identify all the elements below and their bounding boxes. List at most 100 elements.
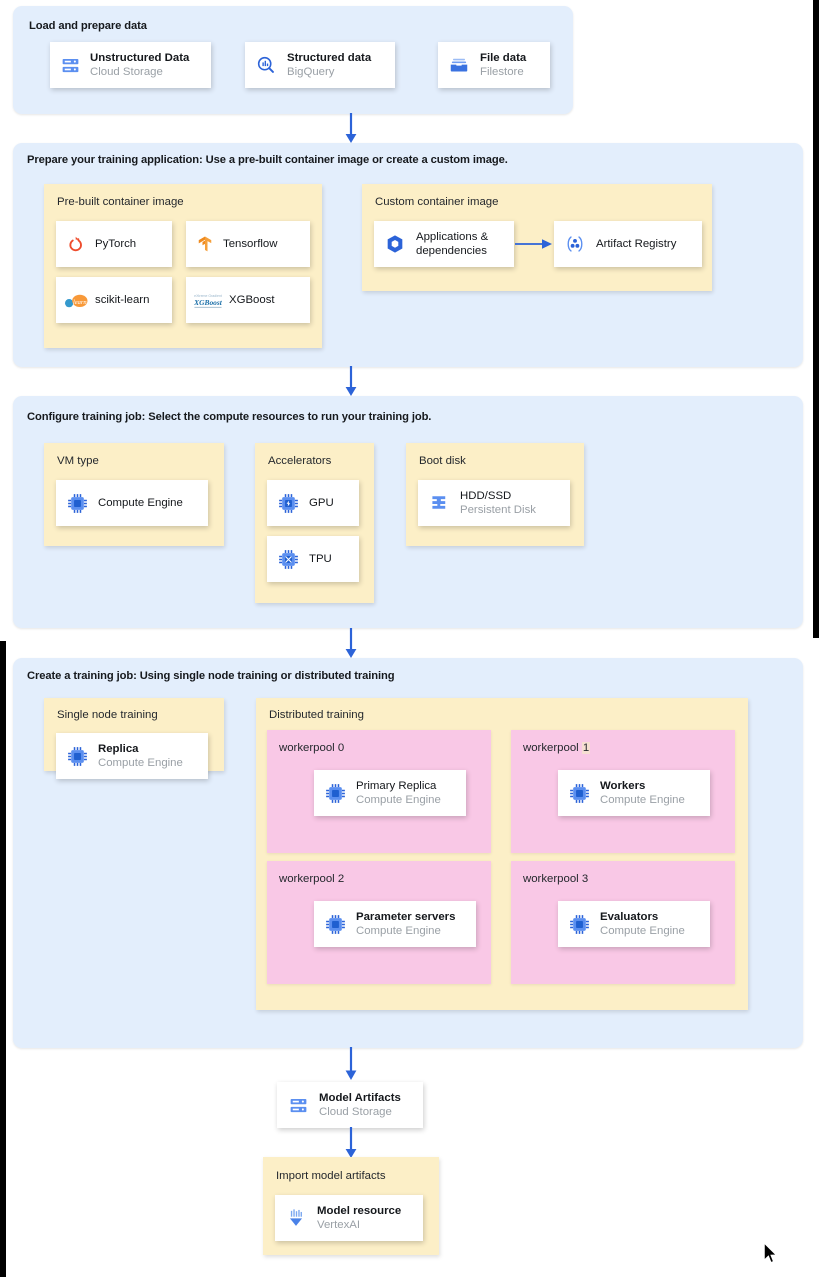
group-title-boot-disk: Boot disk — [419, 455, 466, 467]
workerpool-2-label: workerpool 2 — [279, 873, 344, 885]
workerpool-0-index: 0 — [337, 742, 345, 754]
card-text: HDD/SSD Persistent Disk — [460, 489, 536, 517]
card-title: scikit-learn — [95, 294, 150, 306]
compute-engine-icon — [314, 770, 356, 816]
card-text: Model Artifacts Cloud Storage — [319, 1091, 401, 1119]
group-vm-type: VM type Compute Engine — [44, 443, 224, 546]
card-title: Compute Engine — [98, 497, 183, 509]
card-title: GPU — [309, 497, 334, 509]
card-text: TPU — [309, 552, 332, 566]
card-text: Artifact Registry — [596, 237, 676, 251]
card-structured-data[interactable]: Structured data BigQuery — [245, 42, 395, 88]
card-subtitle: Cloud Storage — [319, 1106, 392, 1118]
workerpool-2-index: 2 — [337, 873, 345, 885]
workerpool-2-prefix: workerpool — [279, 873, 335, 885]
card-title: Tensorflow — [223, 238, 278, 250]
card-unstructured-data[interactable]: Unstructured Data Cloud Storage — [50, 42, 211, 88]
group-custom-container-image: Custom container image Applications & de… — [362, 184, 712, 291]
card-title: Model resource — [317, 1205, 402, 1217]
workerpool-1-label: workerpool 1 — [523, 742, 591, 754]
card-text: scikit-learn — [95, 293, 149, 307]
stage-load-and-prepare-data: Load and prepare data Unstructured Data … — [13, 6, 573, 114]
workerpool-3-index: 3 — [581, 873, 589, 885]
stage-title-load: Load and prepare data — [29, 20, 147, 32]
card-title: Primary Replica — [356, 780, 437, 792]
card-compute-engine-vm[interactable]: Compute Engine — [56, 480, 208, 526]
card-parameter-servers[interactable]: Parameter servers Compute Engine — [314, 901, 476, 947]
xgboost-icon: eXtreme Gradient XGBoost — [186, 277, 229, 323]
workerpool-1-prefix: workerpool — [523, 742, 579, 754]
arrow-prepare-to-configure — [345, 366, 357, 396]
card-text: Primary Replica Compute Engine — [356, 779, 441, 807]
card-title: PyTorch — [95, 238, 137, 250]
card-text: Applications & dependencies — [416, 230, 502, 258]
group-title-custom: Custom container image — [375, 196, 499, 208]
card-text: Workers Compute Engine — [600, 779, 685, 807]
persistent-disk-icon — [418, 480, 460, 526]
card-subtitle: Cloud Storage — [90, 66, 163, 78]
workerpool-1-index[interactable]: 1 — [581, 742, 591, 754]
card-subtitle: Compute Engine — [600, 794, 685, 806]
group-prebuilt-container-image-box: Pre-built container image PyTorch Tensor… — [44, 184, 322, 348]
group-boot-disk: Boot disk HDD/SSD Persistent Disk — [406, 443, 584, 546]
card-title: Workers — [600, 780, 646, 792]
arrow-load-to-prepare — [345, 113, 357, 143]
card-text: Unstructured Data Cloud Storage — [90, 51, 189, 79]
card-subtitle: Filestore — [480, 66, 524, 78]
card-tensorflow[interactable]: Tensorflow — [186, 221, 310, 267]
workerpool-2: workerpool 2 Parameter servers Co — [267, 861, 491, 984]
group-single-node-training: Single node training Replica Compute Eng… — [44, 698, 224, 779]
card-title: Structured data — [287, 52, 372, 64]
cloud-storage-icon — [50, 42, 90, 88]
card-workers[interactable]: Workers Compute Engine — [558, 770, 710, 816]
bigquery-icon — [245, 42, 287, 88]
card-artifact-registry[interactable]: Artifact Registry — [554, 221, 702, 267]
card-applications-and-dependencies[interactable]: Applications & dependencies — [374, 221, 514, 267]
svg-text:eXtreme Gradient: eXtreme Gradient — [194, 294, 222, 298]
gpu-icon — [267, 480, 309, 526]
tensorflow-icon — [186, 221, 223, 267]
card-subtitle: BigQuery — [287, 66, 335, 78]
group-title-distributed: Distributed training — [269, 709, 364, 721]
group-accelerators: Accelerators GPU — [255, 443, 374, 603]
card-gpu[interactable]: GPU — [267, 480, 359, 526]
filestore-icon — [438, 42, 480, 88]
card-primary-replica[interactable]: Primary Replica Compute Engine — [314, 770, 466, 816]
compute-engine-icon — [314, 901, 356, 947]
card-xgboost[interactable]: eXtreme Gradient XGBoost XGBoost — [186, 277, 310, 323]
card-title: XGBoost — [229, 294, 275, 306]
card-text: Parameter servers Compute Engine — [356, 910, 455, 938]
svg-text:XGBoost: XGBoost — [193, 297, 223, 306]
card-subtitle: Compute Engine — [356, 794, 441, 806]
card-text: Tensorflow — [223, 237, 277, 251]
card-model-resource[interactable]: Model resource VertexAI — [275, 1195, 423, 1241]
pytorch-icon — [56, 221, 95, 267]
card-title: File data — [480, 52, 527, 64]
card-tpu[interactable]: TPU — [267, 536, 359, 582]
card-text: Evaluators Compute Engine — [600, 910, 685, 938]
card-title: Applications & dependencies — [416, 231, 489, 257]
compute-engine-icon — [558, 770, 600, 816]
card-scikit-learn[interactable]: learn scikit-learn — [56, 277, 172, 323]
container-registry-icon — [374, 221, 416, 267]
card-text: Model resource VertexAI — [317, 1204, 401, 1232]
arrow-apps-to-artifact-registry — [515, 239, 552, 249]
card-model-artifacts[interactable]: Model Artifacts Cloud Storage — [277, 1082, 423, 1128]
card-replica[interactable]: Replica Compute Engine — [56, 733, 208, 779]
mouse-pointer-icon — [763, 1242, 778, 1264]
card-file-data[interactable]: File data Filestore — [438, 42, 550, 88]
cloud-storage-icon — [277, 1082, 319, 1128]
workerpool-0-prefix: workerpool — [279, 742, 335, 754]
card-text: Replica Compute Engine — [98, 742, 183, 770]
stage-title-create: Create a training job: Using single node… — [27, 670, 395, 682]
card-subtitle: Persistent Disk — [460, 504, 536, 516]
card-pytorch[interactable]: PyTorch — [56, 221, 172, 267]
card-text: Compute Engine — [98, 496, 183, 510]
tpu-icon — [267, 536, 309, 582]
card-evaluators[interactable]: Evaluators Compute Engine — [558, 901, 710, 947]
card-persistent-disk[interactable]: HDD/SSD Persistent Disk — [418, 480, 570, 526]
card-text: XGBoost — [229, 293, 275, 307]
workerpool-1: workerpool 1 Workers Compute Engi — [511, 730, 735, 853]
stage-title-prepare: Prepare your training application: Use a… — [27, 154, 508, 166]
group-title-prebuilt: Pre-built container image — [57, 196, 184, 208]
